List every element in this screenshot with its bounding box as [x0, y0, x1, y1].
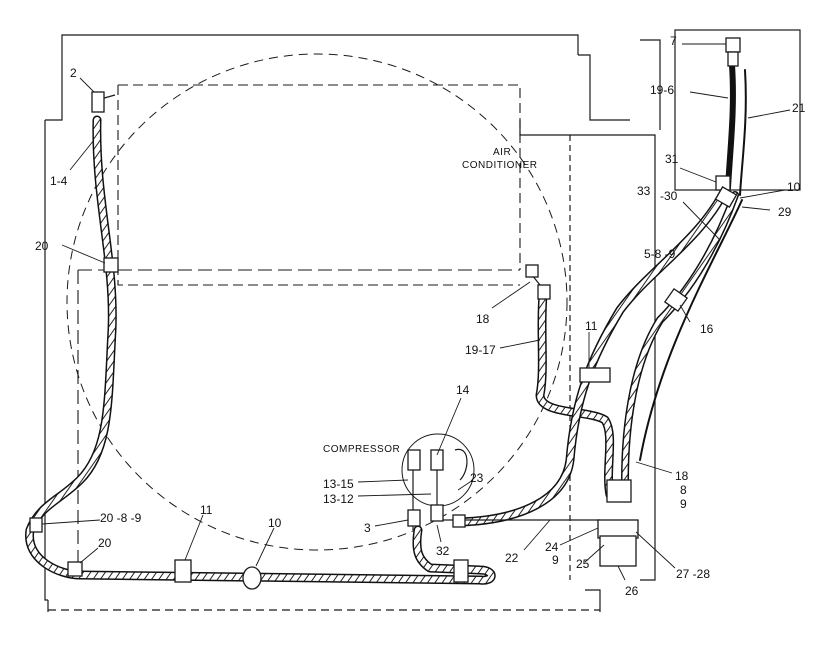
frame-outline	[44, 29, 801, 612]
callout-29: 29	[778, 205, 792, 219]
callout-25: 25	[576, 557, 590, 571]
callout-23: 23	[470, 471, 484, 485]
callout-21: 21	[792, 101, 806, 115]
callout-33: 33	[637, 184, 651, 198]
captions: AIR CONDITIONER COMPRESSOR	[323, 147, 538, 455]
callout-10-right: 10	[787, 180, 801, 194]
callout-27-28: 27 -28	[676, 567, 710, 581]
callout-1-4: 1-4	[50, 174, 68, 188]
callout-2: 2	[70, 66, 77, 80]
callout-9-a: 9	[552, 553, 559, 567]
callout-3: 3	[364, 521, 371, 535]
hoses	[25, 62, 747, 585]
callout-7: 7	[670, 34, 677, 48]
callout-19-6: 19-6	[650, 83, 674, 97]
callout-14: 14	[456, 383, 470, 397]
callout-11-mid: 11	[585, 319, 598, 333]
callout-24: 24	[545, 540, 559, 554]
callout-30: -30	[660, 189, 678, 203]
callout-20-8-9: 20 -8 -9	[100, 511, 142, 525]
callout-32: 32	[436, 544, 450, 558]
callout-26: 26	[625, 584, 639, 598]
fittings	[29, 37, 741, 590]
callout-8-right: 8	[680, 483, 687, 497]
air-conditioner-caption-line1: AIR	[493, 147, 511, 158]
compressor-caption: COMPRESSOR	[323, 444, 400, 455]
callout-18-right: 18	[675, 469, 689, 483]
callout-16: 16	[700, 322, 714, 336]
callout-13-12: 13-12	[323, 492, 354, 506]
callout-31: 31	[665, 152, 679, 166]
callout-20-bottom: 20	[98, 536, 112, 550]
callout-9-right: 9	[680, 497, 687, 511]
callout-numbers: 2 1-4 20 20 -8 -9 20 11 10 7 19-6 21 31 …	[35, 34, 806, 598]
callout-11-left: 11	[200, 503, 213, 517]
callout-20-top: 20	[35, 239, 49, 253]
callout-18: 18	[476, 312, 490, 326]
callout-10-bottom: 10	[268, 516, 282, 530]
air-conditioner-housing	[77, 84, 521, 570]
callout-13-15: 13-15	[323, 477, 354, 491]
callout-19-17: 19-17	[465, 343, 496, 357]
callout-22: 22	[505, 551, 519, 565]
fan-shroud-circle	[66, 53, 568, 551]
air-conditioner-caption-line2: CONDITIONER	[462, 160, 538, 171]
callout-5-8-9: 5-8 -9	[644, 247, 676, 261]
leader-lines	[41, 43, 791, 581]
